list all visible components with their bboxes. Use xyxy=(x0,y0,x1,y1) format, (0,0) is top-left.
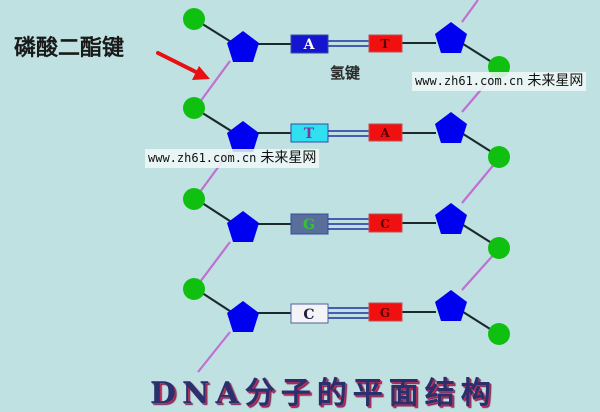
watermark-text: 未来星网 xyxy=(260,150,317,166)
base-pair-4: C G xyxy=(290,302,403,324)
base-right-letter: A xyxy=(379,126,390,140)
base-left xyxy=(290,213,329,235)
deoxyribose-icon xyxy=(435,290,467,321)
phosphate-icon xyxy=(488,237,510,259)
deoxyribose-icon xyxy=(227,301,259,332)
deoxyribose-icon xyxy=(435,22,467,53)
base-left-letter: T xyxy=(304,126,315,142)
arrow-icon xyxy=(156,51,210,80)
base-left xyxy=(290,123,329,143)
deoxyribose-icon xyxy=(227,121,259,152)
right-phosphates xyxy=(488,56,510,345)
base-right-letter: G xyxy=(380,306,390,320)
base-pair-1: A T xyxy=(290,34,403,54)
phosphate-icon xyxy=(183,8,205,30)
deoxyribose-icon xyxy=(435,203,467,234)
phosphate-icon xyxy=(488,323,510,345)
phosphate-icon xyxy=(488,146,510,168)
left-sugars xyxy=(227,31,259,332)
watermark-url: www.zh61.com.cn xyxy=(415,74,524,88)
phosphate-icon xyxy=(183,97,205,119)
deoxyribose-icon xyxy=(435,112,467,143)
base-right-letter: T xyxy=(381,37,390,51)
base-left xyxy=(290,303,329,324)
right-sugars xyxy=(435,22,467,321)
watermark-text: 未来星网 xyxy=(527,73,584,89)
base-left xyxy=(290,34,329,54)
base-right xyxy=(368,213,403,233)
phosphodiester-bond-label: 磷酸二酯键 xyxy=(14,36,125,61)
watermark-url: www.zh61.com.cn xyxy=(148,151,257,165)
base-right xyxy=(368,123,403,142)
base-left-letter: A xyxy=(303,37,316,53)
phosphate-icon xyxy=(183,188,205,210)
sugar-base-bonds xyxy=(258,42,436,314)
phosphate-icon xyxy=(183,278,205,300)
deoxyribose-icon xyxy=(227,211,259,242)
hydrogen-bonds xyxy=(327,40,369,319)
diagram-title: DNA分子的平面结构 xyxy=(150,376,497,411)
base-right-letter: C xyxy=(380,217,390,231)
deoxyribose-icon xyxy=(227,31,259,62)
base-left-letter: C xyxy=(303,307,314,323)
base-pair-3: G C xyxy=(290,213,403,235)
base-pair-2: T A xyxy=(290,123,403,143)
base-right xyxy=(368,34,403,53)
hydrogen-bond-label: 氢键 xyxy=(330,64,361,82)
base-left-letter: G xyxy=(303,217,315,233)
base-right xyxy=(368,302,403,322)
left-phosphates xyxy=(183,8,205,300)
